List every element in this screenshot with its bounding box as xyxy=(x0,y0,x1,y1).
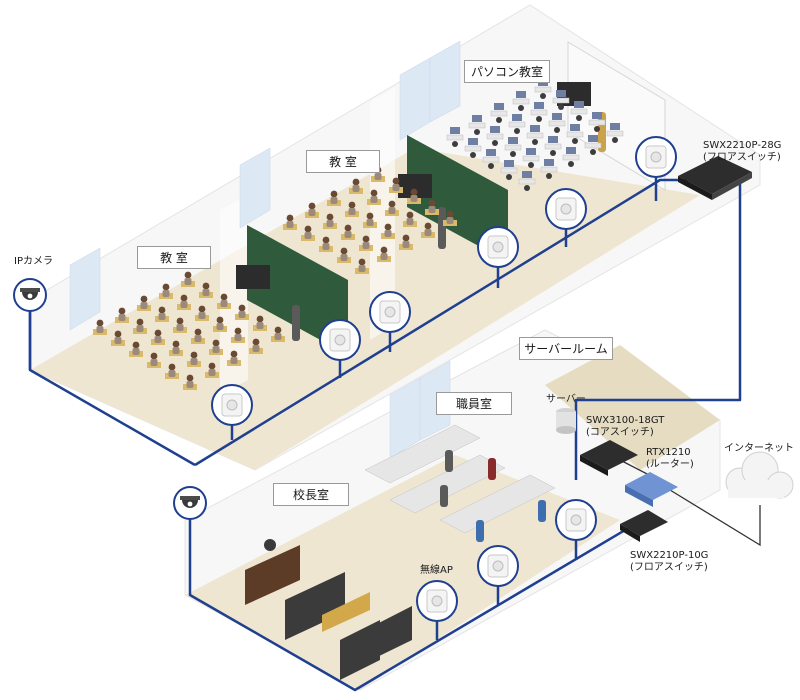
room-label-pc-room: パソコン教室 xyxy=(464,60,550,83)
access-point-icon xyxy=(416,580,458,622)
ip-camera-label: IPカメラ xyxy=(14,256,53,267)
rtx1210-model: RTX1210 xyxy=(646,447,691,458)
swx2210p-10g-model: SWX2210P-10G xyxy=(630,550,709,561)
server-label: サーバー xyxy=(546,394,586,405)
swx2210p-28g-role: (フロアスイッチ) xyxy=(703,152,781,163)
room-label-principal-room: 校長室 xyxy=(273,483,349,506)
server-icon xyxy=(556,408,576,434)
swx2210p-28g-switch xyxy=(678,156,752,200)
swx2210p-28g-label: SWX2210P-28G (フロアスイッチ) xyxy=(703,140,781,164)
room-label-server-room: サーバールーム xyxy=(519,337,613,360)
swx3100-18gt-model: SWX3100-18GT xyxy=(586,415,665,426)
access-point-icon xyxy=(369,291,411,333)
rtx1210-label: RTX1210 (ルーター) xyxy=(646,447,694,471)
wireless-ap-label: 無線AP xyxy=(420,565,453,576)
room-label-classroom-left: 教 室 xyxy=(137,246,211,269)
access-point-icon xyxy=(635,136,677,178)
access-point-icon xyxy=(545,188,587,230)
swx2210p-10g-label: SWX2210P-10G (フロアスイッチ) xyxy=(630,550,708,574)
access-point-icon xyxy=(319,319,361,361)
swx2210p-10g-switch xyxy=(620,510,668,542)
access-point-icon xyxy=(477,226,519,268)
cloud-icon xyxy=(725,451,794,499)
swx3100-18gt-role: (コアスイッチ) xyxy=(586,427,654,438)
rtx1210-role: (ルーター) xyxy=(646,459,694,470)
swx2210p-10g-role: (フロアスイッチ) xyxy=(630,562,708,573)
internet-label: インターネット xyxy=(724,443,794,454)
room-label-staff-room: 職員室 xyxy=(436,392,512,415)
swx3100-18gt-label: SWX3100-18GT (コアスイッチ) xyxy=(586,415,664,439)
access-point-icon xyxy=(555,499,597,541)
lower-floor xyxy=(184,329,721,691)
access-point-icon xyxy=(477,545,519,587)
room-label-classroom-center: 教 室 xyxy=(306,150,380,173)
swx3100-18gt-switch xyxy=(580,440,638,476)
access-point-icon xyxy=(211,384,253,426)
swx2210p-28g-model: SWX2210P-28G xyxy=(703,140,782,151)
camera-icon xyxy=(13,278,47,312)
rtx1210-router xyxy=(625,472,678,507)
camera-icon xyxy=(173,486,207,520)
